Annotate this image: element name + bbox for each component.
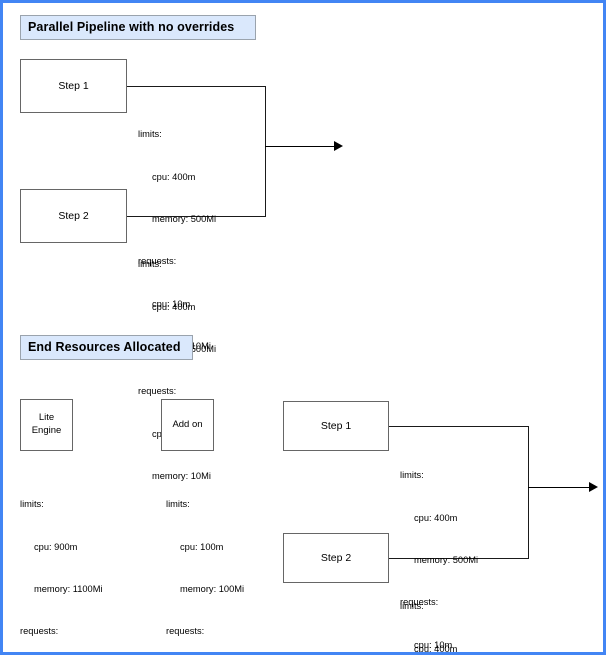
spec-limits-key: limits: [20, 499, 44, 510]
connector-step1-horizontal-parallel [127, 86, 266, 87]
spec-requests-memory: memory: 10Mi [152, 471, 211, 482]
spec-limits-key: limits: [400, 470, 424, 481]
connector-step1-horizontal-end [389, 426, 529, 427]
resource-spec-lite-engine: limits: cpu: 900m memory: 1100Mi request… [20, 469, 103, 652]
node-box-add-on[interactable]: Add on [161, 399, 214, 451]
node-box-lite-engine[interactable]: Lite Engine [20, 399, 73, 451]
spec-limits-memory: memory: 500Mi [152, 214, 217, 224]
connector-step2-horizontal-end [389, 558, 529, 559]
node-box-step-2-end-resources[interactable]: Step 2 [283, 533, 389, 583]
node-box-step-2-parallel[interactable]: Step 2 [20, 189, 127, 243]
spec-limits-cpu: cpu: 900m [34, 541, 78, 552]
connector-output-arrow-line-parallel [265, 146, 335, 147]
connector-step2-horizontal-parallel [127, 216, 266, 217]
node-box-step-1-parallel[interactable]: Step 1 [20, 59, 127, 113]
spec-limits-memory: memory: 100Mi [180, 584, 245, 594]
connector-output-arrow-line-end [528, 487, 590, 488]
connector-join-vertical-parallel [265, 86, 266, 217]
spec-limits-memory: memory: 500Mi [414, 555, 479, 565]
spec-limits-cpu: cpu: 100m [180, 541, 224, 552]
spec-limits-memory: memory: 1100Mi [34, 584, 103, 594]
spec-limits-cpu: cpu: 400m [152, 301, 196, 312]
spec-limits-key: limits: [138, 129, 162, 140]
node-box-step-1-end-resources[interactable]: Step 1 [283, 401, 389, 451]
spec-limits-key: limits: [166, 499, 190, 510]
spec-requests-cpu: cpu: 10m [152, 298, 191, 309]
connector-join-vertical-end [528, 426, 529, 559]
spec-limits-key: limits: [138, 259, 162, 270]
resource-spec-add-on: limits: cpu: 100m memory: 100Mi requests… [166, 469, 245, 652]
spec-limits-cpu: cpu: 400m [414, 512, 458, 523]
spec-requests-cpu: cpu: 10m [414, 639, 453, 650]
spec-requests-key: requests: [20, 626, 59, 637]
spec-limits-cpu: cpu: 400m [152, 171, 196, 182]
connector-output-arrow-head-parallel [334, 141, 343, 151]
section-header-parallel-pipeline: Parallel Pipeline with no overrides [20, 15, 256, 40]
spec-limits-key: limits: [400, 601, 424, 612]
spec-limits-cpu: cpu: 400m [414, 643, 458, 654]
connector-output-arrow-head-end [589, 482, 598, 492]
spec-requests-key: requests: [138, 256, 177, 267]
section-header-end-resources: End Resources Allocated [20, 335, 193, 360]
resource-spec-step-1-end-resources: limits: cpu: 400m memory: 500Mi requests… [400, 440, 479, 652]
spec-requests-key: requests: [166, 626, 205, 637]
spec-requests-key: requests: [400, 597, 439, 608]
spec-requests-key: requests: [138, 386, 177, 397]
resource-spec-step-2-end-resources: limits: cpu: 400m memory: 500Mi requests… [400, 571, 478, 654]
